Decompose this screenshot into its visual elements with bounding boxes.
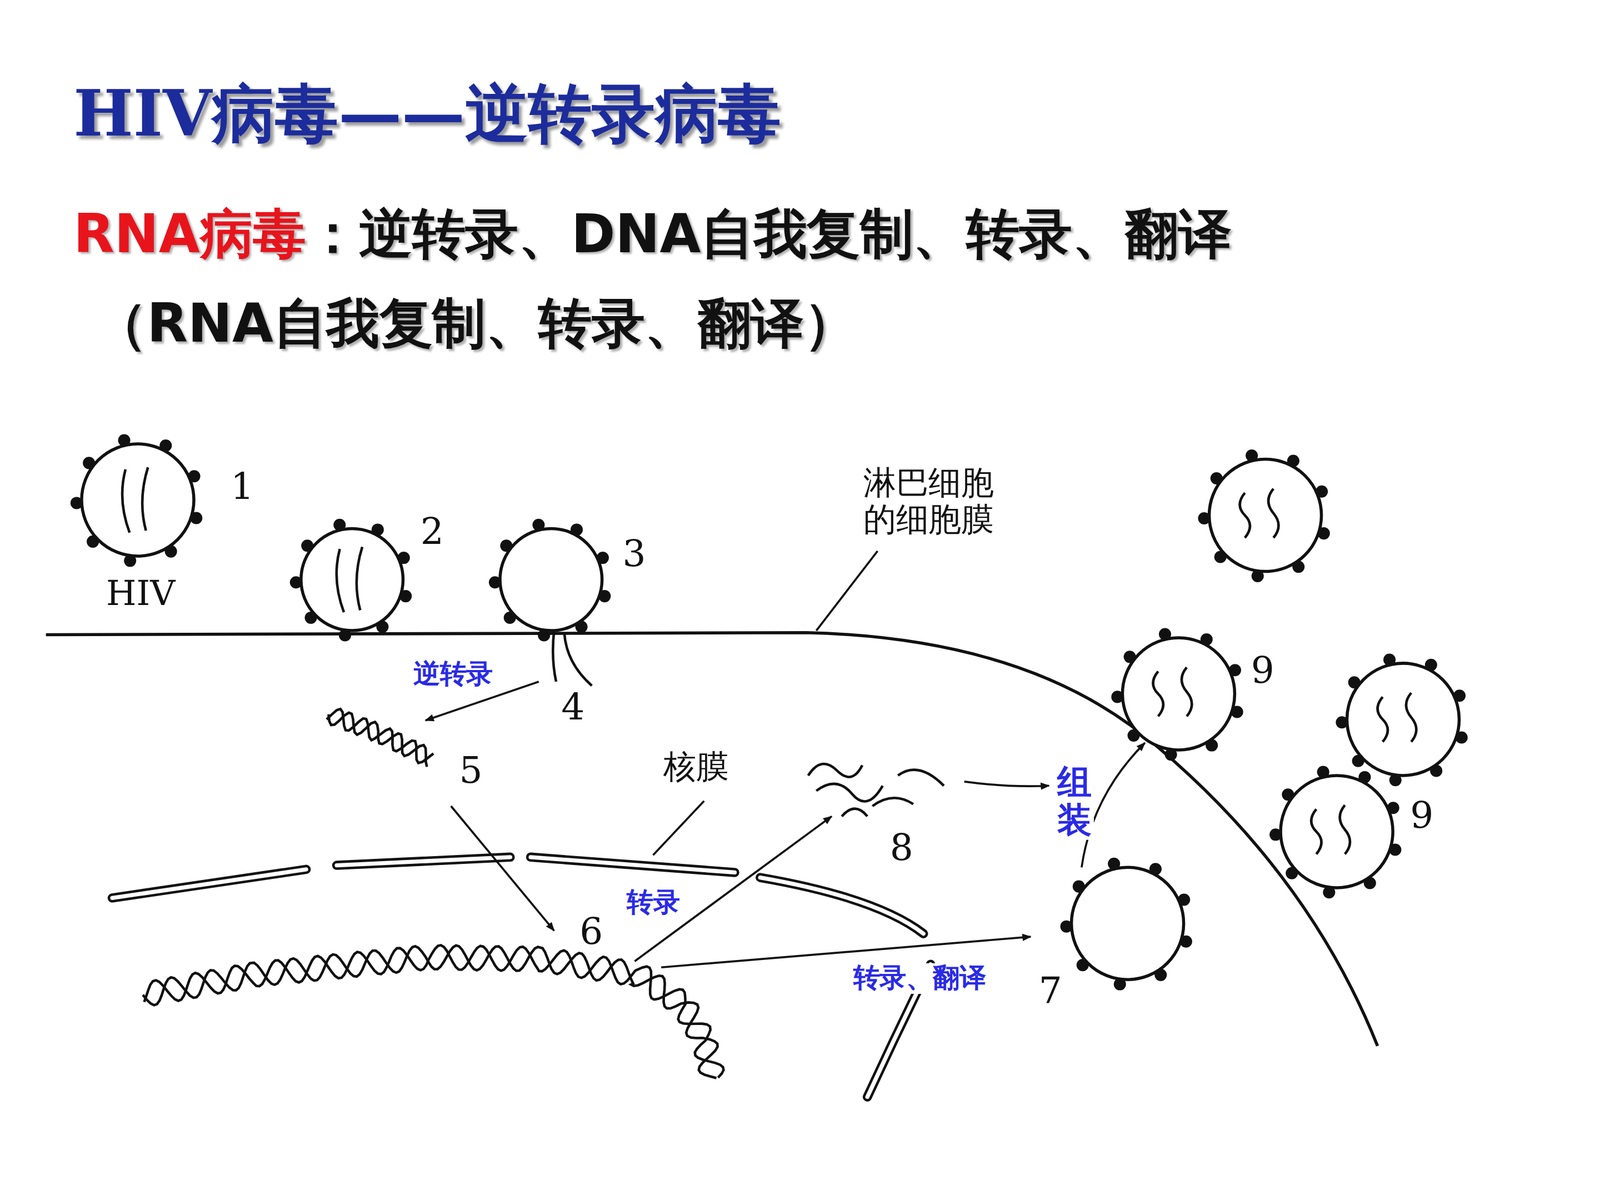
callout-number: 9 — [1251, 648, 1275, 692]
leader-line — [816, 551, 878, 631]
virus-particle — [1197, 449, 1330, 583]
cdna-helix — [326, 708, 434, 767]
part-label: 核膜 — [663, 747, 729, 786]
process-label: 转录、翻译 — [851, 963, 988, 994]
mrna — [808, 763, 944, 817]
callout-number: 3 — [622, 532, 646, 575]
callout-number: 4 — [561, 685, 585, 728]
subtitle-text: （RNA自我复制、转录、翻译） — [93, 293, 858, 355]
viral-rna — [552, 630, 592, 686]
process-label: 组装 — [1055, 763, 1094, 840]
virus-particle — [1060, 857, 1193, 991]
leader-line — [653, 801, 705, 855]
slide-title: HIV病毒——逆转录病毒 — [73, 77, 782, 151]
cell-membrane — [46, 632, 1378, 1047]
virus-particle — [1335, 653, 1468, 787]
process-arrows — [425, 681, 1145, 968]
part-label: 淋巴细胞的细胞膜 — [863, 465, 1004, 539]
virus-particle — [488, 518, 611, 642]
callout-number: 5 — [459, 748, 483, 792]
callout-number: 9 — [1410, 793, 1434, 837]
subtitle-text: ：逆转录、DNA自我复制、转录、翻译 — [306, 203, 1232, 265]
process-label: 逆转录 — [411, 659, 495, 690]
host-dna — [142, 945, 724, 1078]
nuclear-membrane — [112, 857, 931, 1098]
part-label: HIV — [106, 573, 175, 614]
virus-particle — [290, 518, 412, 642]
virus-particle — [1111, 627, 1243, 761]
virus-particle — [70, 434, 203, 568]
process-label: 转录 — [624, 887, 682, 919]
highlight-text: RNA病毒 — [73, 203, 306, 265]
callout-number: 7 — [1038, 969, 1063, 1012]
callout-number: 2 — [420, 510, 444, 553]
virus-particle — [1269, 765, 1402, 899]
callout-number: 1 — [230, 465, 254, 508]
callout-number: 6 — [579, 910, 603, 953]
subtitle-line: RNA病毒：逆转录、DNA自我复制、转录、翻译 — [73, 203, 1232, 265]
callout-number: 8 — [890, 826, 914, 869]
